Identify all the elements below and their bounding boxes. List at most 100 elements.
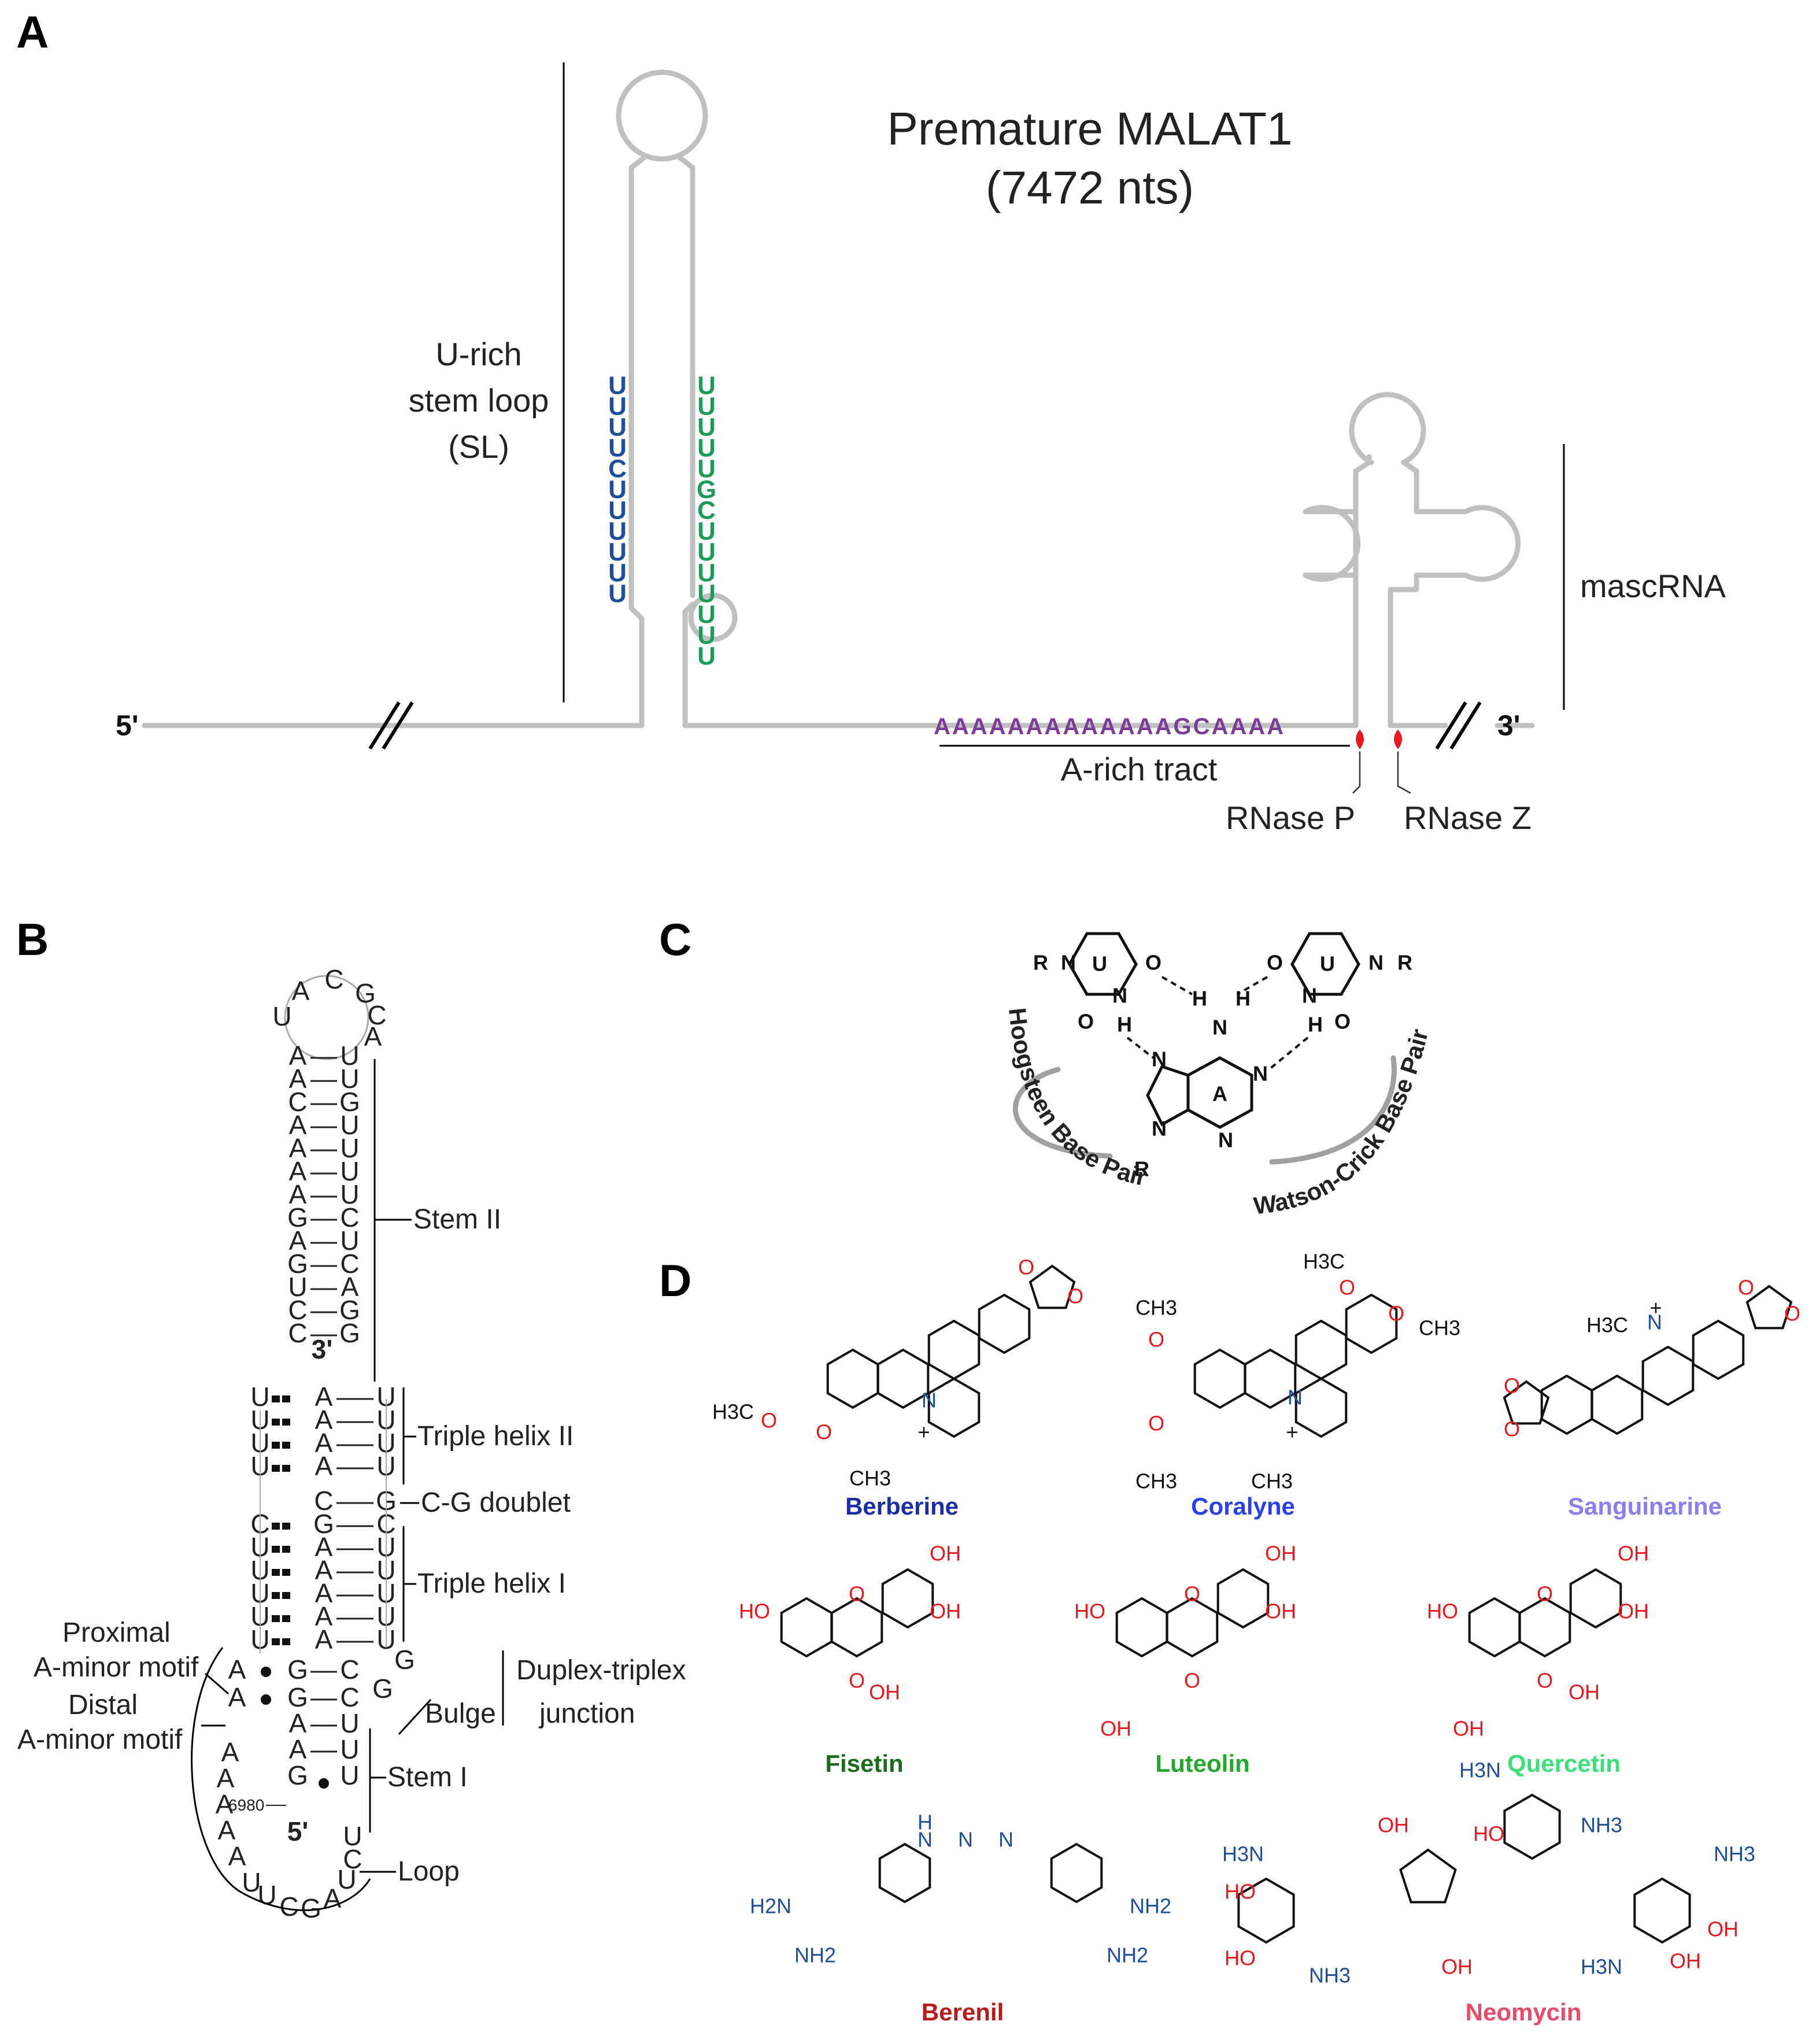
stem1-label: Stem I <box>387 1762 468 1793</box>
neomycin-h3n-3: H3N <box>1581 1955 1622 1979</box>
triple1-hoogsteen-bond <box>282 1523 290 1530</box>
adenine-label: A <box>1212 1082 1227 1106</box>
apical-loop-ring <box>284 975 369 1060</box>
berberine-dioxole <box>1029 1264 1076 1309</box>
apical-loop-nt: A <box>364 1021 382 1052</box>
neomycin-nh3-1: NH3 <box>1309 1964 1351 1987</box>
berberine-ring-5 <box>927 1377 981 1438</box>
sl-right-nt: U <box>697 538 716 567</box>
hbond-o4-h6a <box>1161 976 1193 995</box>
n7-adenine: N <box>1152 1047 1167 1071</box>
quercetin-o-1: O <box>1537 1582 1553 1606</box>
mascrna-top-stem-l <box>1353 454 1372 514</box>
compound-name-neomycin: Neomycin <box>1466 1998 1582 2026</box>
triple2-hoogsteen-bond <box>282 1395 290 1402</box>
luteolin-ring-a <box>1115 1597 1168 1658</box>
fisetin-o-1: O <box>849 1582 865 1606</box>
r-adenine: R <box>1134 1157 1149 1181</box>
o4-right-u: O <box>1267 951 1283 975</box>
neomycin-oh-1: OH <box>1378 1813 1409 1837</box>
stem2-right-nt: U <box>340 1226 359 1256</box>
berenil-nh2-b: NH2 <box>1130 1894 1171 1918</box>
sanguinarine-n: N <box>1647 1311 1662 1334</box>
fisetin-oh-3: OH <box>869 1680 900 1704</box>
cg-doublet-c: C <box>314 1486 333 1516</box>
a-minor-nt: A <box>228 1654 246 1685</box>
triple2-center-nt: A <box>315 1382 333 1412</box>
stem2-left-nt: A <box>289 1041 307 1071</box>
n1-right-u: N <box>1368 951 1384 975</box>
panel-a-title-line2: (7472 nts) <box>986 162 1194 213</box>
a-minor-nt: A <box>228 1682 246 1712</box>
sl-right-nt: U <box>697 642 716 671</box>
o2-left-u: O <box>1078 1010 1094 1034</box>
n9-adenine: N <box>1152 1117 1167 1141</box>
sanguinarine-o2: O <box>1504 1417 1520 1441</box>
stem2-left-nt: C <box>288 1318 307 1348</box>
five-prime-mark: 5' <box>287 1816 309 1846</box>
sl-right-nt: U <box>697 580 716 608</box>
junction-right-nt: C <box>340 1654 359 1685</box>
neomycin-h3n-1: H3N <box>1222 1842 1264 1866</box>
stem2-right-nt: G <box>339 1295 360 1325</box>
break-mark-right-2 <box>1449 701 1482 750</box>
sanguinarine-ring-2 <box>1590 1374 1644 1435</box>
stem2-right-nt: C <box>340 1249 359 1279</box>
bulge-nt: G <box>394 1645 415 1675</box>
stem2-right-nt: C <box>340 1202 359 1232</box>
triple2-label: Triple helix II <box>417 1421 574 1452</box>
uracil-right-ring <box>1290 932 1360 996</box>
fisetin-oh-3p: OH <box>930 1542 961 1565</box>
coralyne-ch3-d: CH3 <box>1419 1316 1460 1340</box>
stem2-right-nt: A <box>341 1272 359 1302</box>
compound-name-quercetin: Quercetin <box>1507 1750 1621 1777</box>
triple1-hoogsteen-bond <box>272 1546 280 1553</box>
sl-left-nt: U <box>608 434 627 462</box>
loop-nt: A <box>228 1841 246 1871</box>
sl-right-nt: U <box>697 455 716 483</box>
triple1-hoogsteen-bond <box>282 1615 290 1622</box>
fisetin-ring-c <box>830 1597 883 1658</box>
coralyne-ch3-a: CH3 <box>1135 1296 1177 1320</box>
n3-adenine: N <box>1218 1128 1233 1152</box>
bulge-label: Bulge <box>425 1698 496 1729</box>
o4-left-u: O <box>1145 951 1161 975</box>
apical-loop-nt: A <box>292 976 310 1006</box>
stem2-left-nt: A <box>289 1064 307 1094</box>
stem1-left-nt: A <box>289 1708 307 1738</box>
fisetin-ring-b <box>881 1568 934 1629</box>
cg-label: C-G doublet <box>421 1487 571 1518</box>
djj-label-2: junction <box>538 1698 635 1729</box>
quercetin-oh-5: OH <box>1453 1717 1484 1741</box>
n6-adenine: N <box>1212 1016 1227 1039</box>
stem2-left-nt: G <box>287 1249 308 1279</box>
uracil-left-label: U <box>1092 952 1107 976</box>
stem1-left-nt: G <box>287 1760 308 1790</box>
sl-left-nt: U <box>608 372 627 400</box>
prox-pointer <box>205 1672 229 1695</box>
luteolin-ho-7: HO <box>1074 1600 1105 1623</box>
fisetin-oh-4p: OH <box>930 1600 961 1623</box>
sanguinarine-ring-1 <box>1540 1374 1593 1435</box>
neomycin-ring-3 <box>1633 1877 1691 1944</box>
o2-right-u: O <box>1334 1010 1351 1034</box>
mascrna-right-arm <box>1388 460 1521 728</box>
sl-left-nt: U <box>608 538 627 567</box>
berberine-ring-3 <box>927 1319 981 1380</box>
berenil-h: H <box>918 1811 933 1834</box>
three-prime-mark: 3' <box>312 1334 333 1364</box>
berenil-n1: N <box>918 1828 933 1852</box>
a-tract-sequence: AAAAAAAAAAAAAGCAAAA <box>934 714 1285 739</box>
junction-left-nt: G <box>287 1682 308 1712</box>
watson-arc <box>1269 1055 1397 1165</box>
hbond-n7-h3 <box>1126 1036 1155 1059</box>
three-prime-label: 3' <box>1497 709 1521 742</box>
sl-left-nt: C <box>608 455 627 483</box>
backbone-left <box>142 154 648 728</box>
panel-a-title-line1: Premature MALAT1 <box>887 103 1293 154</box>
sanguinarine-dioxole-1 <box>1503 1380 1550 1425</box>
uracil-left-ring <box>1068 932 1138 996</box>
berberine-ring-1 <box>826 1348 879 1409</box>
